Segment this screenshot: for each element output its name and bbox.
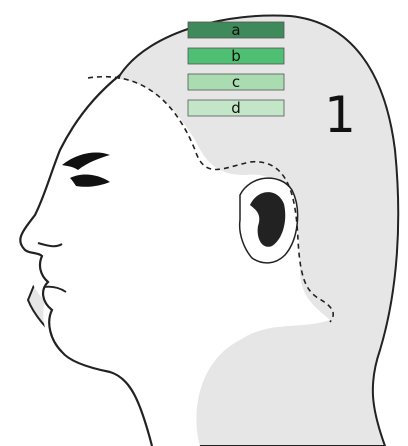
swatch-label-a: a [231, 21, 240, 39]
zone-number: 1 [324, 86, 356, 144]
swatch-label-c: c [232, 73, 240, 91]
swatch-label-d: d [231, 99, 241, 117]
swatch-label-b: b [231, 47, 241, 65]
